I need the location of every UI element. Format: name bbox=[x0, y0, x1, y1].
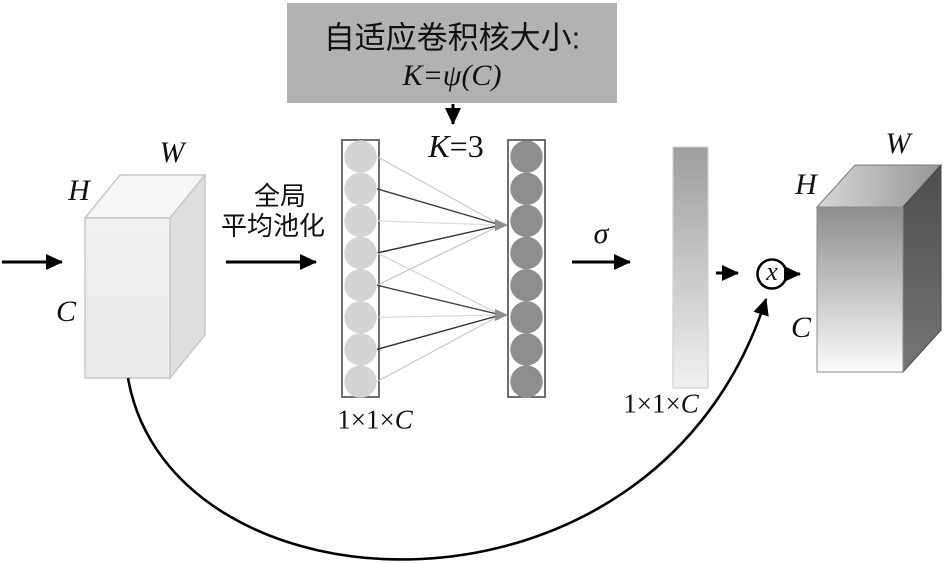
output-cube-front-face bbox=[816, 206, 904, 373]
gap-label-line1: 全局 bbox=[253, 181, 307, 211]
gap-label-line2: 平均池化 bbox=[220, 211, 326, 241]
attention-weights-bar bbox=[672, 146, 709, 389]
pooled-vector-column bbox=[341, 139, 380, 398]
pooled-vector-nodes bbox=[344, 140, 377, 398]
output-height-label: H bbox=[795, 168, 817, 201]
adaptive-kernel-title: 自适应卷积核大小: bbox=[323, 20, 581, 56]
conv-output-nodes bbox=[510, 140, 543, 398]
output-width-label: W bbox=[885, 127, 911, 160]
input-height-label: H bbox=[68, 174, 90, 207]
kernel-size-label: K=3 bbox=[428, 130, 483, 162]
sigmoid-label: σ bbox=[593, 217, 609, 250]
conv-target-arrowhead-1 bbox=[495, 219, 508, 231]
output-channels-label: C bbox=[790, 311, 812, 344]
kernel-size-var: K bbox=[428, 128, 450, 164]
kernel-size-value: =3 bbox=[449, 128, 484, 164]
input-cube-front-face bbox=[84, 217, 171, 379]
conv1d-connections bbox=[376, 156, 508, 383]
adaptive-kernel-formula: K=ψ(C) bbox=[402, 59, 502, 92]
adaptive-kernel-box bbox=[287, 3, 617, 103]
input-channels-label: C bbox=[55, 295, 77, 328]
input-width-label: W bbox=[159, 136, 185, 169]
multiply-symbol: x bbox=[766, 257, 778, 286]
output-tensor-cube bbox=[815, 163, 943, 374]
conv-target-arrowhead-2 bbox=[495, 309, 508, 321]
conv-output-column bbox=[507, 139, 546, 398]
input-tensor-cube bbox=[83, 173, 207, 380]
left-vector-size-label: 1×1×C bbox=[337, 404, 413, 435]
skip-connection-curve bbox=[126, 298, 769, 561]
right-vector-size-label: 1×1×C bbox=[623, 388, 699, 419]
